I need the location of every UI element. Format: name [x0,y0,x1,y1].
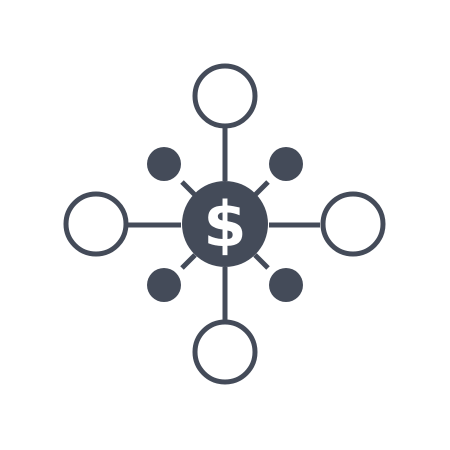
outer-nodes [63,63,386,385]
node-top-left-dot [147,147,181,181]
connector-lines [128,126,320,322]
connector-top-left [180,180,197,197]
dollar-sign: $ [203,188,246,261]
node-top-right-dot [269,147,303,181]
node-bottom-right-dot [269,268,303,302]
connector-bottom-right [253,253,270,270]
diagonal-nodes [147,147,303,302]
node-top-ring [192,63,258,129]
node-bottom-left-dot [147,268,181,302]
connector-top-right [253,180,270,197]
center-coin [182,181,268,267]
node-right-ring [320,191,386,257]
node-left-ring [63,191,129,257]
node-bottom-ring [192,319,258,385]
connector-bottom-left [180,253,197,270]
